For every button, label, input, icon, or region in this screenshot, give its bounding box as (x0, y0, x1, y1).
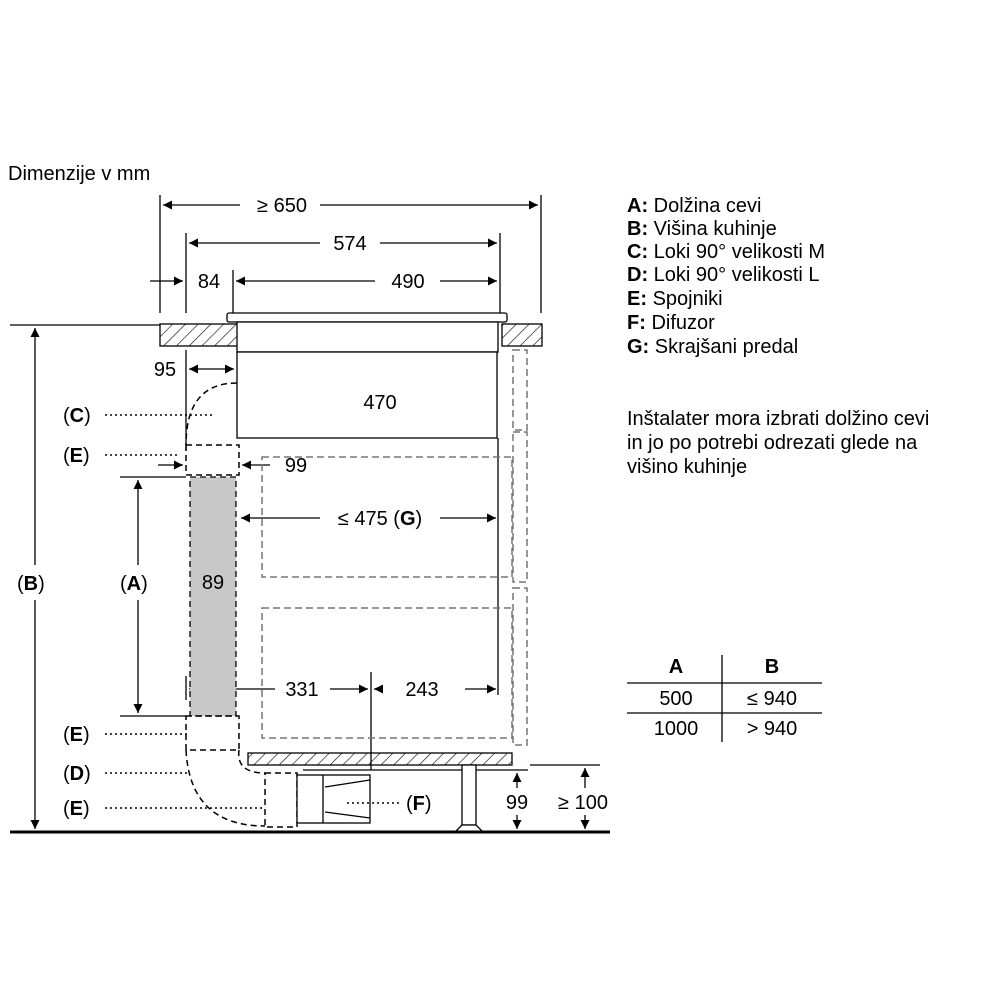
legend-item: F: Difuzor (627, 312, 715, 334)
elbow-c (185, 382, 238, 446)
diagram-title: Dimenzije v mm (8, 163, 150, 185)
duct-pipe (189, 476, 237, 717)
dim-95: 95 (154, 359, 176, 381)
legend-item: D: Loki 90° velikosti L (627, 264, 820, 286)
table-cell: > 940 (747, 718, 798, 740)
dim-490: 490 (391, 271, 424, 293)
drawer-shortened (261, 456, 513, 578)
dim-min-100: ≥ 100 (558, 792, 608, 814)
cabinet-leg (453, 764, 485, 833)
worktop-right (501, 323, 543, 347)
cabinet-side (512, 349, 528, 746)
connector-e-bottom (264, 772, 298, 828)
legend-item: E: Spojniki (627, 288, 723, 310)
legend: A: Dolžina cevi B: Višina kuhinje C: Lok… (627, 195, 825, 358)
svg-text:višino kuhinje: višino kuhinje (627, 456, 747, 478)
elbow-d (185, 749, 266, 827)
table-header: B (765, 656, 779, 678)
hob-glass (226, 312, 508, 323)
legend-item: C: Loki 90° velikosti M (627, 241, 825, 263)
table-cell: 1000 (654, 718, 699, 740)
svg-text:Inštalater mora izbrati dolžin: Inštalater mora izbrati dolžino cevi (627, 408, 929, 430)
table-cell: ≤ 940 (747, 688, 797, 710)
legend-item: G: Skrajšani predal (627, 336, 798, 358)
callout-e-3: (E) (63, 798, 90, 820)
plinth-board (247, 752, 513, 766)
callout-c: (C) (63, 405, 91, 427)
table-cell: 500 (659, 688, 692, 710)
dim-84: 84 (198, 271, 220, 293)
extension-lines (10, 195, 600, 771)
length-height-table: A B 500 ≤ 940 1000 > 940 (627, 655, 822, 742)
connector-e-mid (185, 715, 240, 751)
dimension-lines (30, 200, 590, 829)
legend-item: B: Višina kuhinje (627, 218, 777, 240)
dim-drawer-label: ≤ 475 (G) (338, 508, 422, 530)
dim-99-connector: 99 (285, 455, 307, 477)
svg-text:in jo po potrebi odrezati gled: in jo po potrebi odrezati glede na (627, 432, 918, 454)
callout-a: (A) (120, 573, 148, 595)
hob-body (236, 351, 498, 439)
dim-min-width: ≥ 650 (257, 195, 307, 217)
installer-note: Inštalater mora izbrati dolžino cevi in … (627, 408, 929, 478)
drawer-lower (261, 607, 513, 739)
dim-574: 574 (333, 233, 366, 255)
connector-e-top (185, 444, 240, 476)
callout-d: (D) (63, 763, 91, 785)
callout-e-2: (E) (63, 724, 90, 746)
callouts (105, 414, 402, 809)
dim-331: 331 (285, 679, 318, 701)
callout-b: (B) (17, 573, 45, 595)
callout-e-1: (E) (63, 445, 90, 467)
dim-470: 470 (363, 392, 396, 414)
diffuser (296, 774, 371, 824)
hob-top-body (236, 321, 499, 353)
legend-item: A: Dolžina cevi (627, 195, 762, 217)
callout-f: (F) (406, 793, 432, 815)
table-header: A (669, 656, 683, 678)
dim-89: 89 (202, 572, 224, 594)
dim-99-plinth: 99 (506, 792, 528, 814)
dim-243: 243 (405, 679, 438, 701)
